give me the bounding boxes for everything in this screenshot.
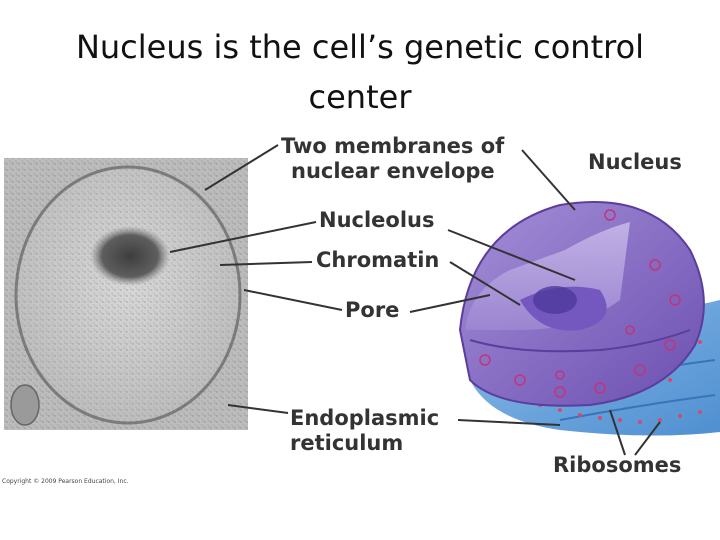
copyright-notice: Copyright © 2009 Pearson Education, Inc.	[2, 478, 129, 485]
envelope-label: Two membranes of nuclear envelope	[281, 134, 504, 184]
er-leader-line	[227, 404, 289, 414]
nucleolus-leader-line	[169, 221, 317, 253]
nucleus-label: Nucleus	[588, 150, 682, 174]
micrograph	[4, 158, 248, 430]
nucleus-illustration	[458, 201, 705, 407]
envelope-label-line-1: Two membranes of	[281, 134, 505, 158]
envelope-label-line-2: nuclear envelope	[291, 159, 495, 183]
pore-leader-line	[243, 289, 343, 311]
ribosomes-leader-line-1	[609, 409, 626, 456]
slide-title: Nucleus is the cell’s genetic control ce…	[0, 22, 720, 122]
pore-label: Pore	[345, 298, 400, 322]
leader-lines	[169, 144, 661, 456]
er-label-line-1: Endoplasmic	[290, 406, 440, 430]
er-label: Endoplasmic reticulum	[290, 406, 439, 456]
er-right-leader-line	[457, 419, 561, 426]
envelope-leader-line	[204, 144, 279, 191]
nucleus-leader-line	[521, 149, 576, 211]
title-line-1: Nucleus is the cell’s genetic control	[75, 28, 645, 66]
chromatin-label: Chromatin	[316, 248, 440, 272]
ribosomes-leader-line-2	[634, 421, 661, 456]
title-line-2: center	[308, 78, 412, 116]
ribosomes-label: Ribosomes	[553, 453, 682, 477]
chromatin-leader-line	[219, 261, 313, 266]
pore-right-leader-line	[409, 294, 491, 313]
chromatin-right-leader-line	[449, 261, 521, 306]
er-label-line-2: reticulum	[290, 431, 404, 455]
nucleolus-right-leader-line	[447, 229, 576, 281]
nucleolus-label: Nucleolus	[319, 208, 435, 232]
